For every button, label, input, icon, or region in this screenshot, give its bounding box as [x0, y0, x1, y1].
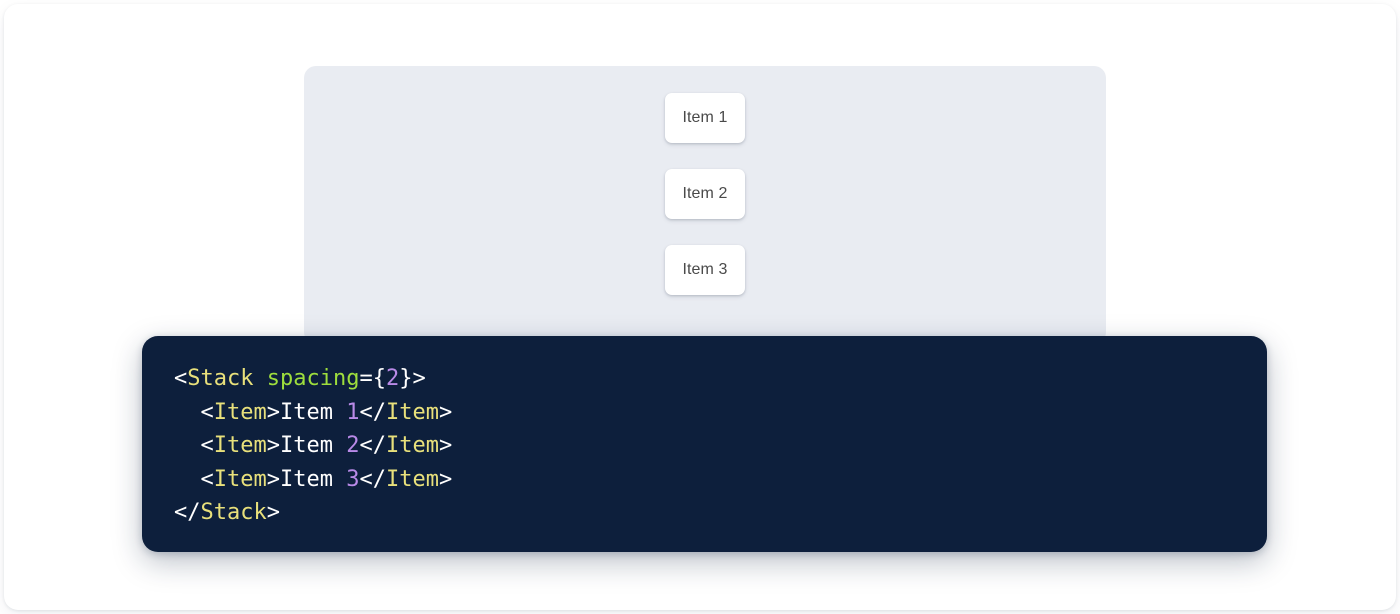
code-token-punct: > — [438, 433, 453, 459]
code-token-punct: > — [266, 466, 280, 492]
code-token-tag: Item — [385, 466, 439, 492]
code-token-punct: </ — [359, 466, 386, 492]
stack-item-label: Item 2 — [682, 185, 728, 202]
code-token-attr: spacing — [266, 366, 360, 391]
code-token-text — [174, 467, 201, 492]
code-token-punct: > — [266, 433, 280, 459]
stack-item[interactable]: Item 3 — [665, 245, 745, 295]
code-token-text — [174, 400, 201, 425]
code-token-punct: </ — [359, 399, 386, 425]
code-token-punct: < — [200, 466, 214, 492]
code-snippet-text: <Stack spacing={2}> <Item>Item 1</Item> … — [174, 362, 1235, 530]
code-token-text: Item — [279, 466, 347, 492]
code-token-num: 2 — [385, 366, 400, 391]
stack-item-label: Item 1 — [682, 109, 728, 126]
component-preview-panel: Item 1 Item 2 Item 3 — [304, 66, 1106, 344]
code-token-num: 1 — [346, 399, 360, 425]
code-token-punct: > — [266, 399, 280, 425]
code-line: <Item>Item 1</Item> — [174, 396, 1235, 430]
code-token-text: Item — [279, 399, 347, 425]
code-token-punct: < — [200, 433, 214, 459]
stack-container: Item 1 Item 2 Item 3 — [665, 93, 745, 295]
code-snippet-block[interactable]: <Stack spacing={2}> <Item>Item 1</Item> … — [142, 336, 1267, 552]
stack-item-label: Item 3 — [682, 261, 728, 278]
stack-item[interactable]: Item 2 — [665, 169, 745, 219]
stack-item[interactable]: Item 1 — [665, 93, 745, 143]
code-token-punct: </ — [174, 500, 201, 526]
code-token-tag: Stack — [187, 366, 254, 391]
code-line: <Item>Item 3</Item> — [174, 463, 1235, 497]
code-token-tag: Item — [213, 399, 267, 425]
code-token-tag: Item — [213, 466, 267, 492]
code-token-num: 2 — [346, 433, 360, 459]
code-line: <Stack spacing={2}> — [174, 362, 1235, 396]
code-token-punct: > — [438, 466, 453, 492]
code-token-punct: < — [174, 366, 188, 391]
code-token-tag: Item — [385, 399, 439, 425]
code-token-num: 3 — [346, 466, 360, 492]
code-line: <Item>Item 2</Item> — [174, 429, 1235, 463]
code-token-punct: ={ — [359, 366, 386, 391]
code-token-punct: }> — [399, 366, 426, 391]
code-token-punct: </ — [359, 433, 386, 459]
code-line: </Stack> — [174, 496, 1235, 530]
code-token-punct: < — [200, 399, 214, 425]
code-token-text — [253, 366, 266, 391]
code-token-text: Item — [279, 433, 347, 459]
code-token-punct: > — [266, 500, 280, 526]
code-token-punct: > — [438, 399, 453, 425]
code-token-tag: Stack — [200, 500, 267, 526]
code-token-text — [174, 433, 201, 458]
code-token-tag: Item — [385, 433, 439, 459]
code-token-tag: Item — [213, 433, 267, 459]
